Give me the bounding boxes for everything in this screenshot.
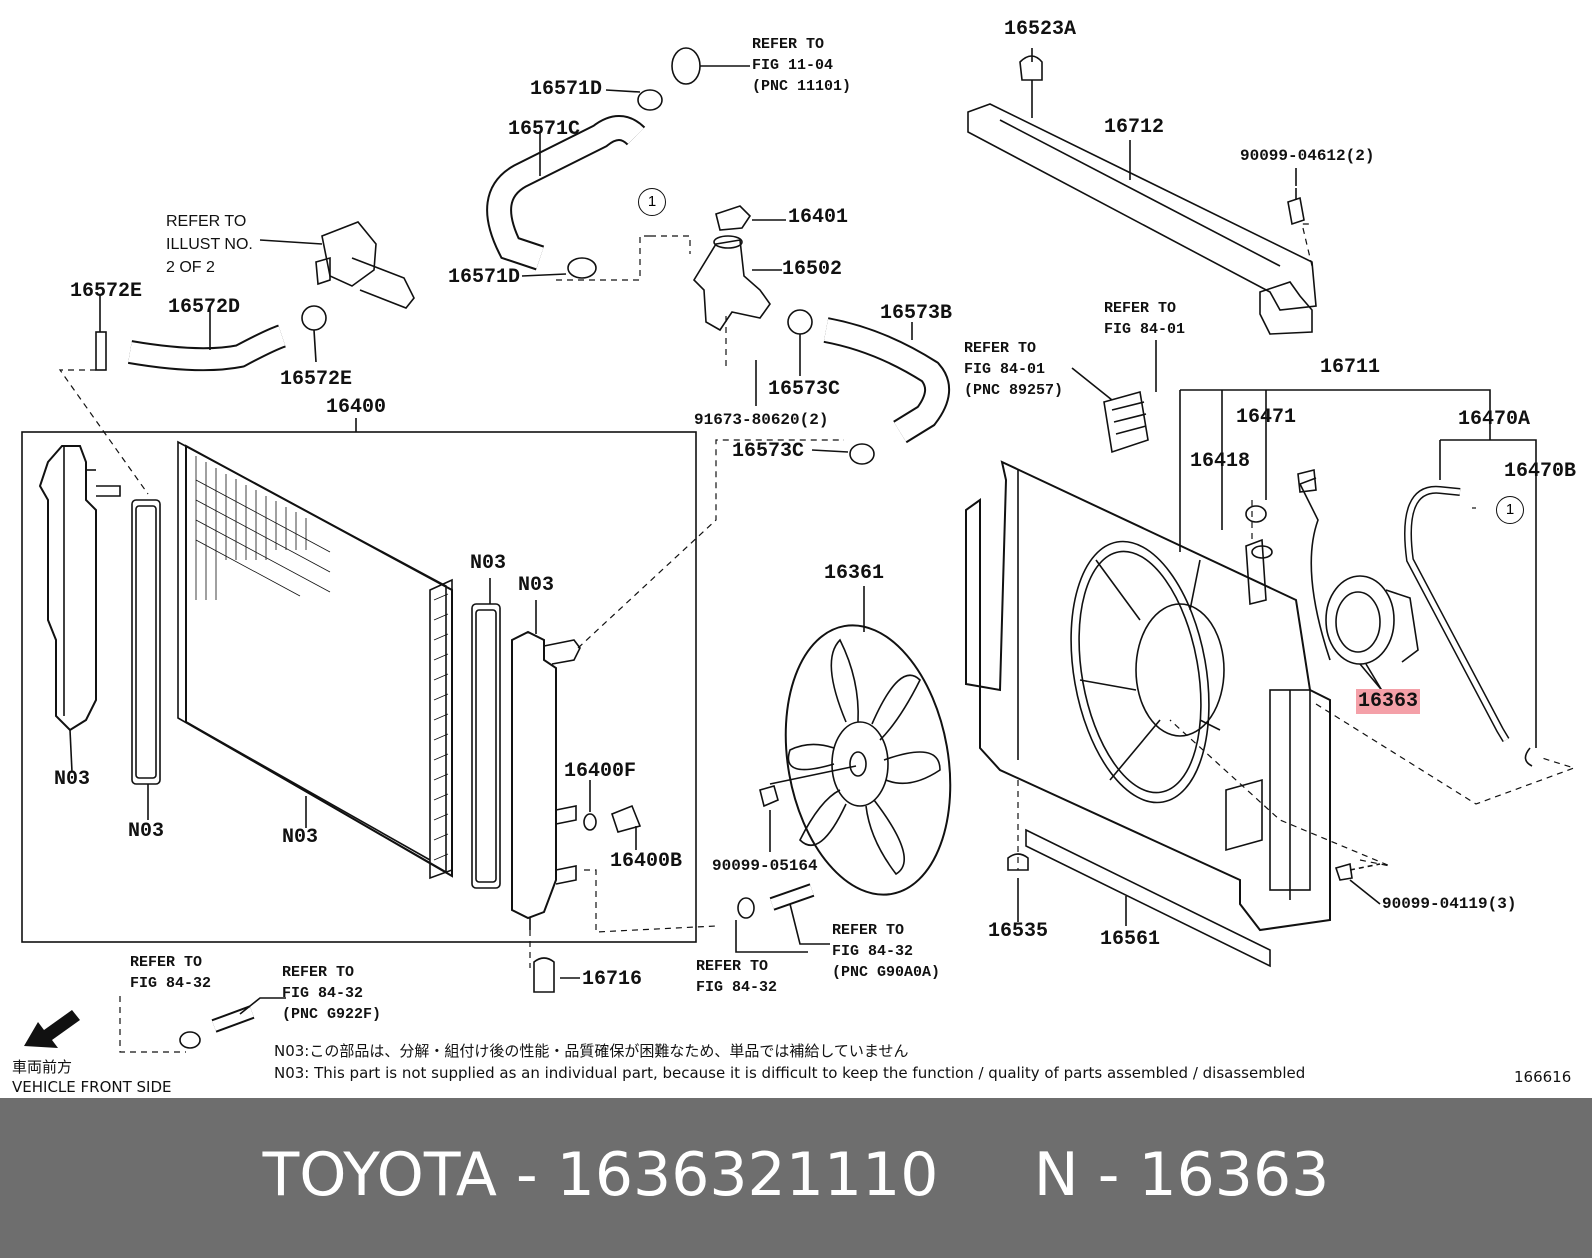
radiator-assembly-frame — [21, 431, 697, 943]
ref-fig-84-01-b: REFER TO FIG 84-01 (PNC 89257) — [964, 340, 1064, 399]
label-16523a: 16523A — [1004, 18, 1077, 41]
label-n03-b: N03 — [518, 574, 555, 597]
label-16572e-right: 16572E — [280, 368, 353, 391]
label-16573c-a: 16573C — [768, 378, 841, 401]
label-16363-highlighted: 16363 — [1356, 689, 1421, 714]
label-16400b: 16400B — [610, 850, 683, 873]
label-16470b: 16470B — [1504, 460, 1577, 483]
caption-band: TOYOTA - 1636321110 N - 16363 — [0, 1098, 1592, 1258]
right-tank — [511, 630, 557, 920]
ref-illust-2-of-2: REFER TO ILLUST NO. 2 OF 2 — [166, 213, 253, 276]
label-91673-80620: 91673-80620(2) — [694, 411, 829, 429]
label-16400: 16400 — [326, 396, 387, 419]
gasket-right — [471, 603, 501, 889]
fan-motor — [1297, 468, 1419, 701]
label-n03-d: N03 — [128, 820, 165, 843]
label-16573b: 16573B — [880, 302, 953, 325]
label-16571d-top: 16571D — [530, 78, 603, 101]
label-16573c-b: 16573C — [732, 440, 805, 463]
bottom-seal — [1025, 828, 1271, 968]
label-90099-04612: 90099-04612(2) — [1240, 147, 1375, 165]
label-n03-a: N03 — [470, 552, 507, 575]
label-16561: 16561 — [1100, 928, 1161, 951]
label-16361: 16361 — [824, 562, 885, 585]
note-n03-jp: N03:この部品は、分解・組付け後の性能・品質確保が困難なため、単品では補給して… — [274, 1042, 909, 1060]
ref-fig-84-01-a: REFER TO FIG 84-01 — [1104, 300, 1186, 338]
label-16471: 16471 — [1236, 406, 1297, 429]
diagram-drawing — [21, 47, 1576, 1053]
callout-circle-1-b: 1 — [1496, 496, 1524, 524]
ref-fig-84-32-d: REFER TO FIG 84-32 (PNC G90A0A) — [832, 922, 941, 981]
note-n03-en: N03: This part is not supplied as an ind… — [274, 1064, 1306, 1082]
label-16712: 16712 — [1104, 116, 1165, 139]
label-90099-05164: 90099-05164 — [712, 857, 818, 875]
water-inlet — [692, 205, 771, 332]
ref-fig-11-04: REFER TO FIG 11-04 (PNC 11101) — [752, 36, 852, 95]
fan-shroud — [965, 460, 1331, 932]
label-16571c: 16571C — [508, 118, 581, 141]
relay — [1103, 390, 1149, 454]
fan-blade — [769, 624, 952, 896]
water-outlet — [259, 221, 415, 309]
left-tank — [38, 445, 97, 732]
part-number-caption: TOYOTA - 1636321110 N - 16363 — [262, 1140, 1330, 1210]
label-16535: 16535 — [988, 920, 1049, 943]
vehicle-front-label-en: VEHICLE FRONT SIDE — [12, 1078, 172, 1096]
vehicle-front-label-jp: 車両前方 — [12, 1058, 73, 1076]
parts-diagram: 16523A 16712 90099-04612(2) 16571D 16571… — [12, 18, 1577, 1096]
label-16470a: 16470A — [1458, 408, 1531, 431]
highlight-16363: 16363 — [1356, 689, 1421, 714]
upper-bracket — [967, 103, 1317, 335]
radiator-core — [177, 440, 453, 880]
label-16711: 16711 — [1320, 356, 1381, 379]
label-n03-e: N03 — [282, 826, 319, 849]
label-16400f: 16400F — [564, 760, 637, 783]
ref-fig-84-32-a: REFER TO FIG 84-32 — [130, 954, 212, 992]
ref-fig-84-32-b: REFER TO FIG 84-32 (PNC G922F) — [282, 964, 382, 1023]
label-16418: 16418 — [1190, 450, 1251, 473]
vehicle-front-arrow-icon — [24, 1010, 80, 1048]
label-16502: 16502 — [782, 258, 843, 281]
label-n03-c: N03 — [54, 768, 91, 791]
ref-fig-84-32-c: REFER TO FIG 84-32 — [696, 958, 778, 996]
callout-circle-1-a: 1 — [638, 188, 666, 216]
label-16716: 16716 — [582, 968, 643, 991]
hose-16470a — [1404, 485, 1510, 743]
label-16401: 16401 — [788, 206, 849, 229]
clamps — [95, 47, 1533, 1049]
label-16571d-bottom: 16571D — [448, 266, 521, 289]
label-16572e-left: 16572E — [70, 280, 143, 303]
label-16572d: 16572D — [168, 296, 241, 319]
gasket-left — [131, 499, 161, 785]
label-90099-04119: 90099-04119(3) — [1382, 895, 1517, 913]
diagram-id: 166616 — [1514, 1068, 1572, 1086]
